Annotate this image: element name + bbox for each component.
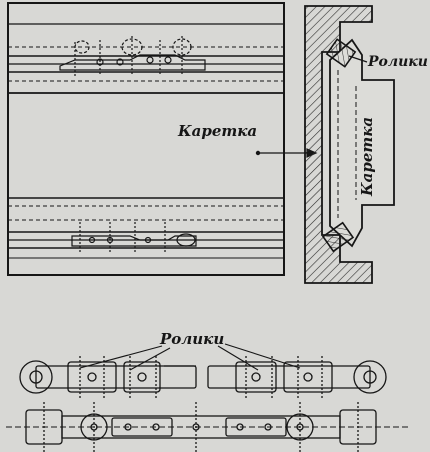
rollers-label-section: Ролики	[367, 54, 428, 70]
roller-chain-top-view	[6, 402, 408, 452]
rollers-section-leader	[348, 55, 368, 63]
cross-section-guide	[304, 5, 395, 284]
roller-chain-side-view	[19, 356, 387, 398]
upper-roller	[325, 38, 357, 68]
plan-view-guide	[7, 2, 285, 276]
guide-housing	[304, 5, 373, 284]
plan-top-roller-chain	[59, 36, 206, 76]
rollers-label-chain: Ролики	[159, 330, 224, 348]
plan-bottom-roller-chain	[71, 222, 197, 252]
plan-view-frame	[7, 2, 285, 276]
carriage-label-left: Каретка	[177, 122, 257, 140]
lower-roller	[321, 221, 355, 253]
carriage-label-section: Каретка	[358, 117, 376, 197]
